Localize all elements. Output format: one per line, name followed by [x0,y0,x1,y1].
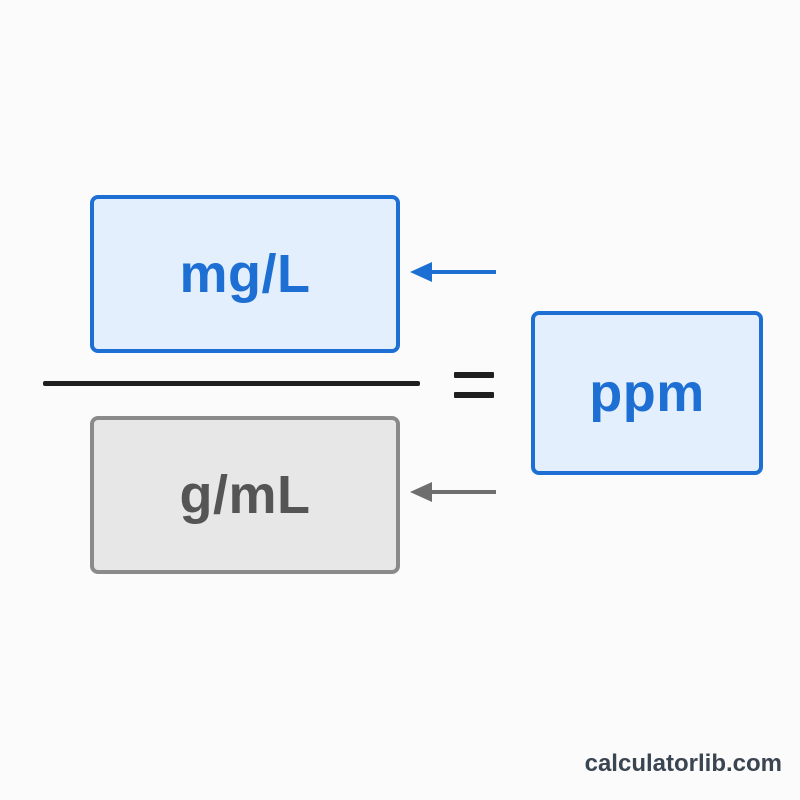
arrow-left-icon [410,482,496,502]
arrow-left-icon [410,262,496,282]
equals-sign [454,368,494,402]
numerator-box: mg/L [90,195,400,353]
site-watermark: calculatorlib.com [584,750,782,777]
denominator-label: g/mL [179,465,311,525]
result-label: ppm [589,363,705,423]
numerator-label: mg/L [179,244,311,304]
fraction-bar [43,381,420,386]
denominator-box: g/mL [90,416,400,574]
result-box: ppm [531,311,763,475]
